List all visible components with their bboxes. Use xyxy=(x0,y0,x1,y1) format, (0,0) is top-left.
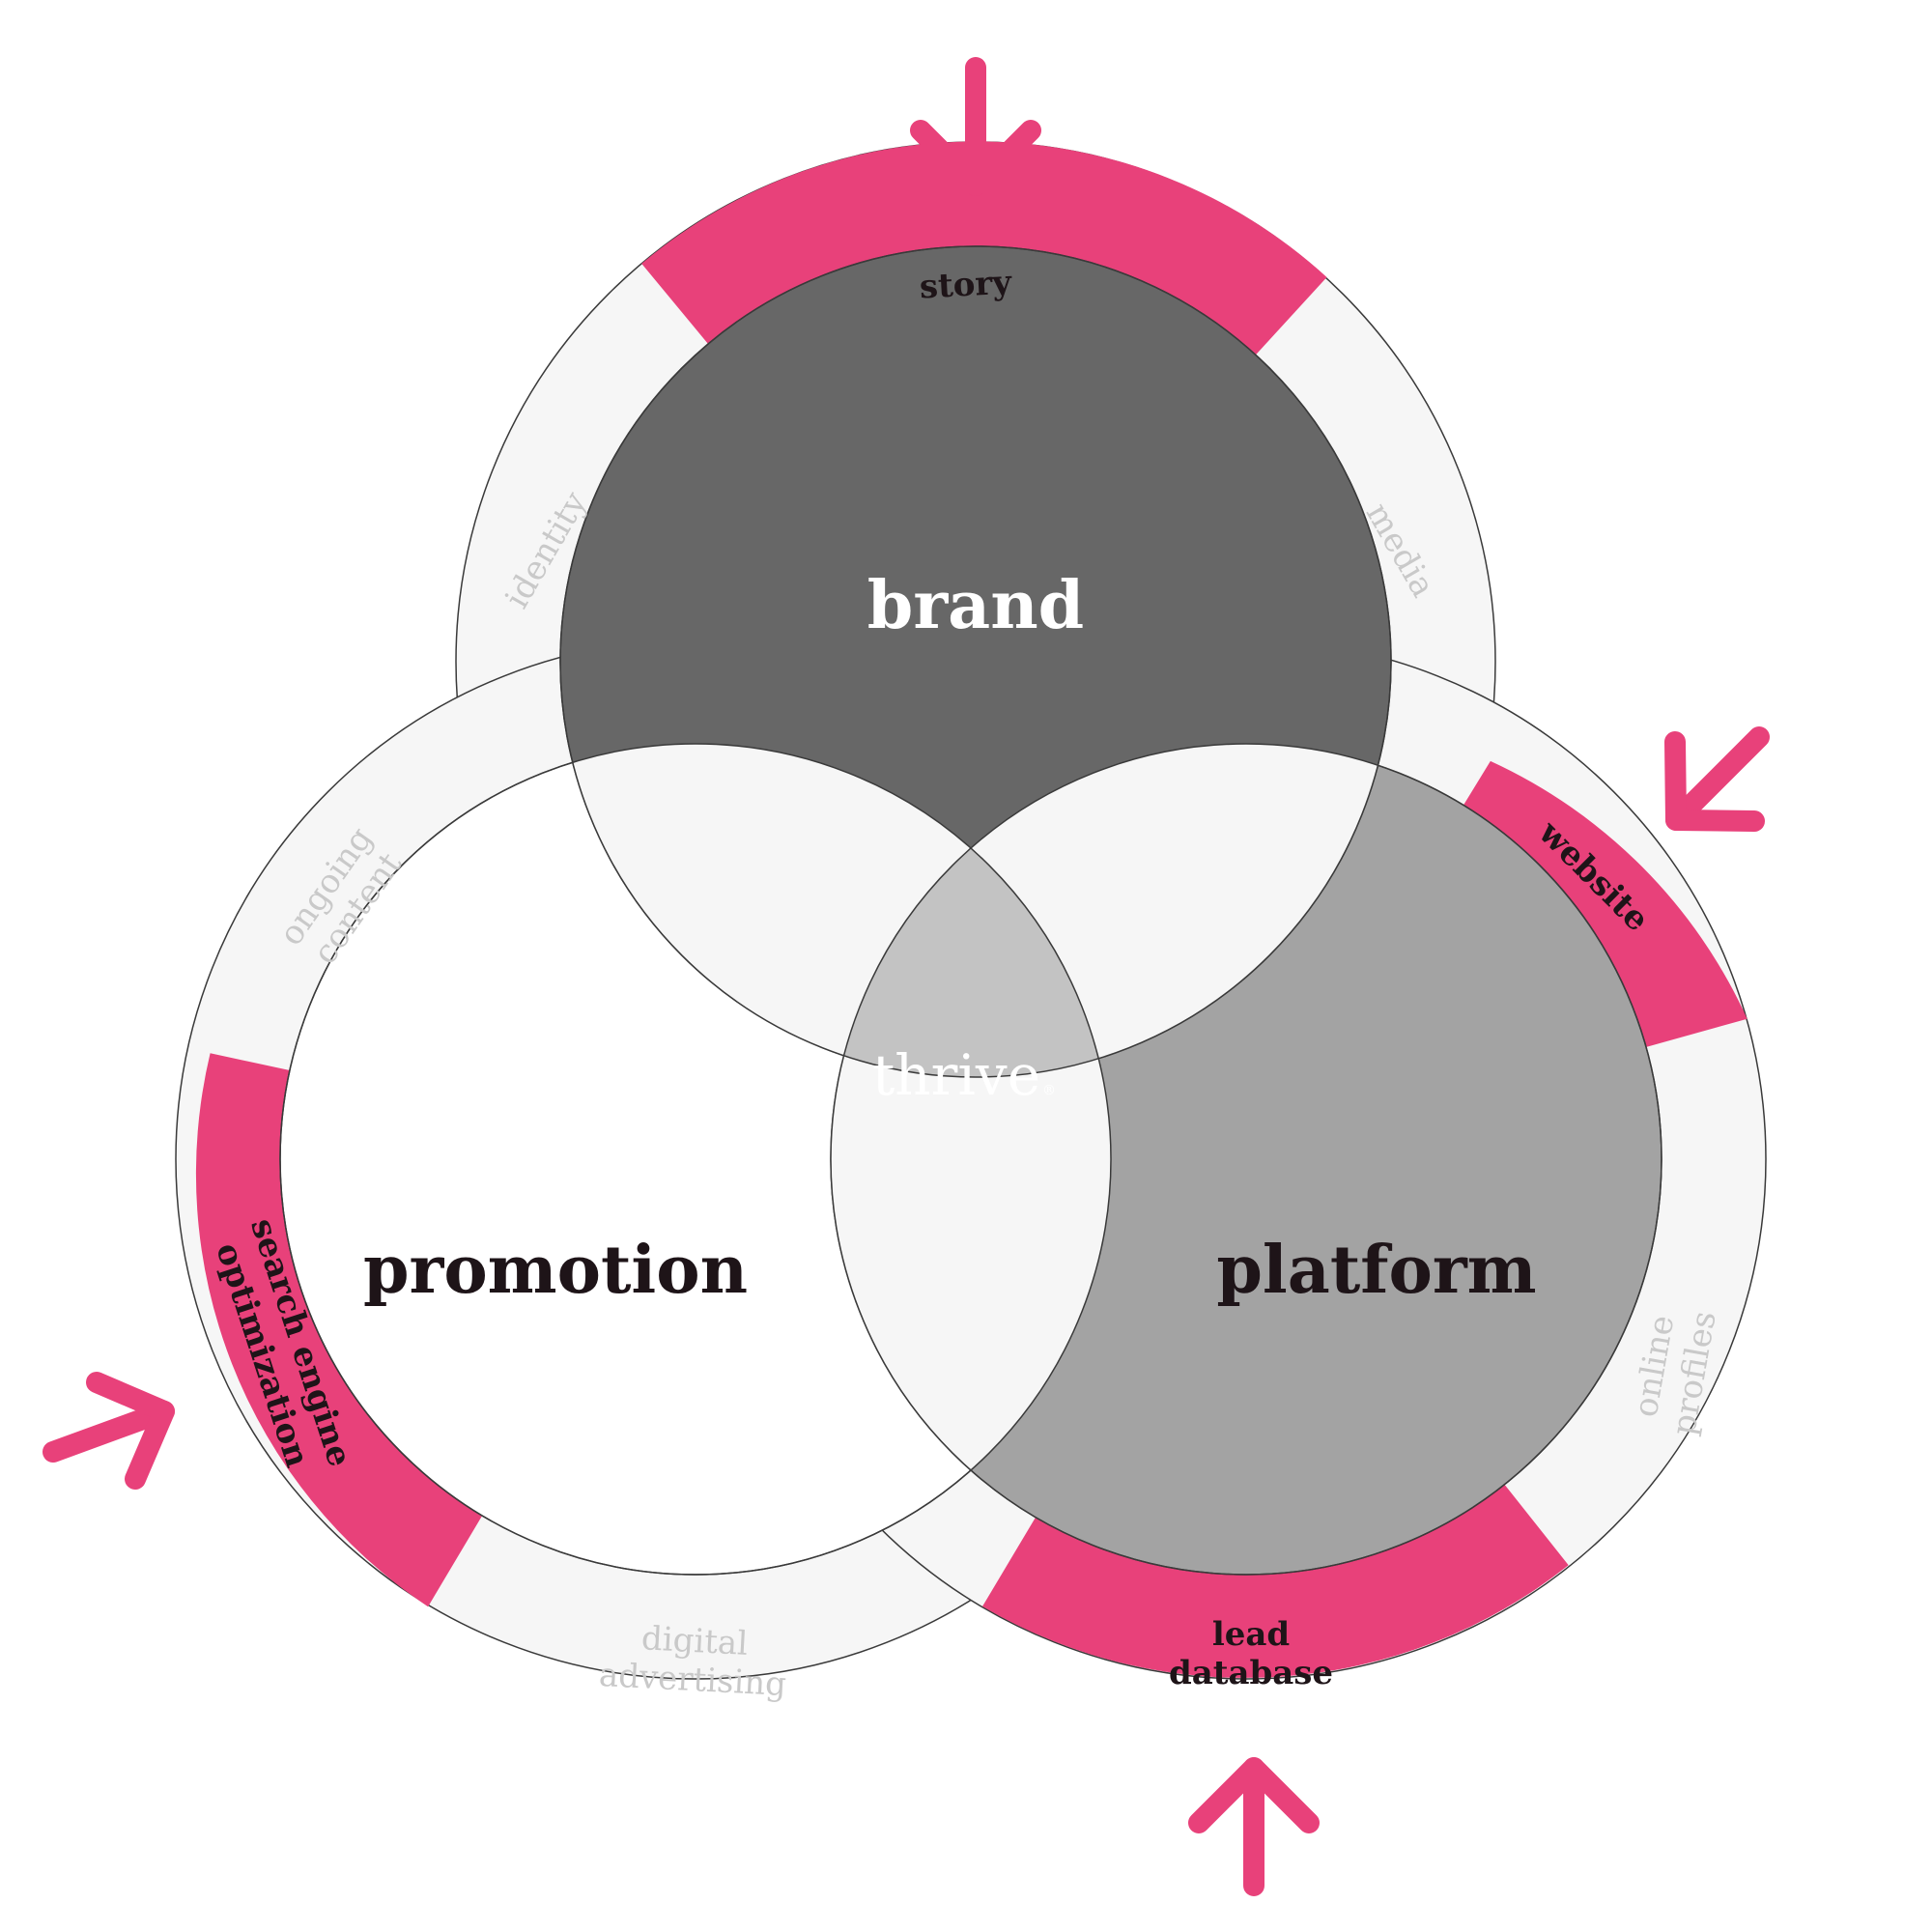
circle-outlines xyxy=(279,245,1662,1576)
registered-mark: ® xyxy=(1042,1083,1056,1098)
thrive-label: thrive® xyxy=(872,1042,1056,1108)
lead-database-text: lead database xyxy=(1169,1615,1333,1692)
svg-text:database: database xyxy=(1169,1654,1333,1692)
website-segment[interactable] xyxy=(1441,760,1747,1047)
promotion-label: promotion xyxy=(363,1232,748,1309)
arrow-up-icon xyxy=(1188,1757,1320,1896)
overlap-regions xyxy=(560,744,1662,1575)
arrow-down-left-icon xyxy=(1664,726,1770,832)
online-profiles-text: online profiles xyxy=(1627,1308,1724,1438)
story-segment[interactable] xyxy=(641,141,1327,355)
story-text: story xyxy=(919,263,1013,306)
arrow-right-icon xyxy=(43,1372,175,1490)
arrows xyxy=(43,57,1770,1896)
accent-segments xyxy=(195,141,1747,1678)
svg-text:story: story xyxy=(919,263,1013,306)
center-overlap[interactable] xyxy=(831,744,1662,1575)
svg-text:digital: digital xyxy=(640,1619,749,1663)
search-engine-optimization-segment[interactable] xyxy=(195,1053,482,1607)
arrow-down-icon xyxy=(910,57,1041,196)
lead-database-segment[interactable] xyxy=(982,1484,1569,1678)
thrive-word: thrive xyxy=(872,1042,1040,1108)
platform-label: platform xyxy=(1216,1232,1536,1309)
svg-text:lead: lead xyxy=(1212,1615,1290,1654)
brand-label: brand xyxy=(867,567,1084,644)
